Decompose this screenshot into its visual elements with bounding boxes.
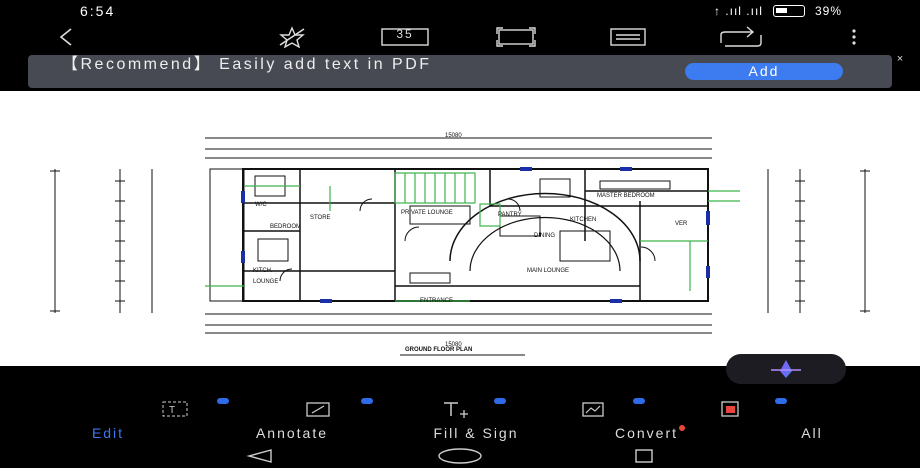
ai-assistant-button[interactable] (726, 354, 846, 384)
floor-plan-drawing: 15080 15080 PRIVATE LOUNGE PANTRY KITCHE… (50, 133, 870, 356)
toc-icon[interactable] (606, 26, 650, 48)
convert-icon (582, 402, 604, 417)
annotate-icon (306, 402, 330, 417)
drawing-title: GROUND FLOOR PLAN (405, 347, 472, 353)
tool-all-label: All (801, 425, 823, 441)
add-button[interactable]: Add (685, 63, 843, 80)
status-bar: 6:54 ↑ .ııl .ııl 39% (0, 0, 920, 22)
page-count-label: 35 (396, 27, 414, 41)
tool-edit-label: Edit (91, 425, 125, 441)
status-right: ↑ .ııl .ııl 39% (714, 4, 842, 18)
new-badge (633, 398, 645, 404)
back-triangle-icon[interactable] (245, 448, 275, 464)
close-icon[interactable]: × (896, 53, 904, 65)
room-label-entrance: ENTRANCE (420, 298, 453, 304)
convert-red-dot (679, 425, 686, 431)
tool-convert[interactable]: Convert (575, 394, 725, 444)
share-icon[interactable] (716, 26, 766, 48)
fullscreen-icon[interactable] (494, 26, 538, 48)
recommend-banner: 【Recommend】 Easily add text in PDF Add × (28, 53, 903, 88)
home-circle-icon[interactable] (436, 447, 484, 465)
tool-fill-sign-label: Fill & Sign (433, 425, 519, 441)
room-label-dining: DINING (534, 233, 555, 239)
room-label-lounge: LOUNGE (253, 279, 278, 285)
svg-text:T: T (169, 405, 175, 416)
tool-edit[interactable]: T Edit (33, 394, 229, 444)
room-label-main-lounge: MAIN LOUNGE (527, 268, 569, 274)
back-icon[interactable] (52, 26, 80, 48)
new-badge (217, 398, 229, 404)
signal-indicator: ↑ .ııl .ııl (713, 4, 763, 18)
new-badge (775, 398, 787, 404)
tool-all[interactable]: All (721, 394, 887, 444)
tool-convert-label: Convert (575, 425, 725, 441)
all-tools-icon (721, 401, 739, 417)
room-label-ver: VER (675, 221, 688, 227)
room-label-pantry: PANTRY (498, 212, 522, 218)
top-dimension-label: 15080 (445, 133, 462, 139)
no-star-icon[interactable] (274, 26, 310, 48)
room-label-kitchen: KITCHEN (570, 217, 596, 223)
room-label-bedroom: BEDROOM (270, 224, 301, 230)
recents-square-icon[interactable] (634, 448, 654, 464)
tool-fill-sign[interactable]: Fill & Sign (401, 394, 551, 444)
room-label-wc: W/C (255, 202, 267, 208)
banner-text: 【Recommend】 Easily add text in PDF (62, 56, 432, 73)
battery-percent: 39% (814, 4, 842, 18)
top-toolbar: 35 (0, 22, 920, 52)
tool-annotate-label: Annotate (255, 425, 329, 441)
status-time: 6:54 (80, 3, 116, 19)
ai-assistant-icon (771, 360, 801, 378)
battery-icon (772, 5, 805, 17)
new-badge (361, 398, 373, 404)
room-label-master-bedroom: MASTER BEDROOM (597, 193, 655, 199)
bottom-toolbar: T Edit Annotate Fill & Sign Convert All (0, 394, 920, 444)
new-badge (494, 398, 506, 404)
pdf-page[interactable]: 15080 15080 PRIVATE LOUNGE PANTRY KITCHE… (0, 91, 920, 366)
room-label-kitch: KITCH. (253, 268, 273, 274)
more-icon[interactable] (844, 26, 864, 48)
bottom-dimension-label: 15080 (445, 342, 462, 348)
tool-annotate[interactable]: Annotate (217, 394, 373, 444)
room-label-private-lounge: PRIVATE LOUNGE (401, 210, 453, 216)
system-nav-bar (0, 444, 920, 468)
edit-text-icon: T (162, 401, 188, 417)
page-count-icon[interactable]: 35 (380, 26, 430, 48)
fill-sign-icon (444, 402, 468, 418)
room-label-store: STORE (310, 215, 331, 221)
